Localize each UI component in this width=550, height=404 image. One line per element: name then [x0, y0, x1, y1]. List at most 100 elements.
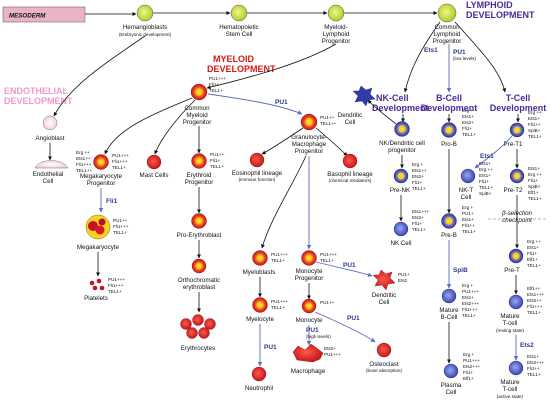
svg-text:Elf1+: Elf1+: [528, 190, 539, 195]
ets1-label-clp: Ets1: [424, 47, 438, 54]
svg-text:NK-T: NK-T: [459, 187, 474, 194]
mature-t-cell-active-node: Mature T-cell (active state): [497, 360, 524, 399]
macrophage-factors: Ets2+ PU1+++: [324, 346, 341, 357]
pu1-high-label: (high levels): [306, 334, 331, 339]
svg-text:Ets1+: Ets1+: [462, 217, 474, 222]
pre-t1-factors: Erg ++ Ets1+ Fli1++ SpiB+ TEL1+: [528, 110, 542, 139]
erythroid-progenitor-node: Erythroid Progenitor: [185, 153, 213, 186]
svg-text:Elf1+: Elf1+: [527, 257, 538, 262]
svg-text:NK/Dendritic cell: NK/Dendritic cell: [379, 140, 425, 147]
myelocyte-node: Myelocyte: [246, 297, 274, 323]
svg-text:(active state): (active state): [497, 394, 524, 399]
svg-text:PU1++: PU1++: [113, 218, 128, 223]
svg-text:Cell: Cell: [446, 389, 457, 396]
svg-text:Platelets: Platelets: [84, 295, 108, 302]
svg-text:Fli1+++: Fli1+++: [112, 159, 128, 164]
svg-text:TEL1+: TEL1+: [271, 305, 285, 310]
svg-text:Erg +: Erg +: [462, 205, 473, 210]
osteoclast-node: Osteoclast (bone absorption): [366, 342, 402, 373]
erythrocytes-node: Erythrocytes: [180, 314, 216, 352]
fli1-label: Fli1: [106, 198, 118, 205]
svg-text:Ets1+: Ets1+: [462, 114, 474, 119]
svg-text:erythroblast: erythroblast: [183, 284, 216, 291]
lymphoid-development-header: LYMPHOID DEVELOPMENT: [466, 0, 535, 20]
megakaryocyte-progenitor-node: Megakaryocyte Progenitor: [80, 154, 123, 187]
svg-text:Development: Development: [421, 103, 478, 113]
pu1-label-cmp-gmp: PU1: [275, 99, 288, 106]
svg-text:MYELOID: MYELOID: [213, 54, 255, 64]
pu1-low-label: (low levels): [453, 56, 476, 61]
svg-text:Progenitor: Progenitor: [295, 275, 324, 282]
svg-text:Ets1+++: Ets1+++: [412, 209, 430, 214]
svg-text:Ets2+++: Ets2+++: [527, 360, 545, 365]
b-cell-development-header: B-Cell Development: [421, 93, 478, 113]
svg-text:Angioblast: Angioblast: [36, 135, 65, 142]
svg-text:TEL1+: TEL1+: [527, 372, 541, 377]
svg-text:Erg ++: Erg ++: [527, 239, 541, 244]
nk-cell-factors: Ets1+++ Ets2+ Fli1+ TEL1+: [412, 209, 430, 232]
svg-text:Progenitor: Progenitor: [433, 38, 462, 45]
svg-text:Progenitor: Progenitor: [183, 119, 212, 126]
platelet-factors: PU1+++ Fli1+++ TEL1+: [108, 277, 125, 294]
svg-text:Erg ++: Erg ++: [528, 110, 542, 115]
svg-text:TEL1+: TEL1+: [412, 227, 426, 232]
svg-text:Erg +: Erg +: [463, 352, 474, 357]
svg-text:Cell: Cell: [461, 194, 472, 201]
svg-text:Erg +: Erg +: [462, 108, 473, 113]
svg-text:Ets2+: Ets2+: [462, 120, 474, 125]
svg-text:Dendritic: Dendritic: [338, 112, 362, 119]
svg-text:Pre-B: Pre-B: [441, 232, 457, 239]
nk-cell-node: NK Cell: [391, 221, 411, 247]
svg-text:Fli1++: Fli1++: [528, 122, 541, 127]
svg-text:Mature: Mature: [439, 307, 459, 314]
svg-text:PU1+: PU1+: [398, 272, 410, 277]
svg-text:B-Cell: B-Cell: [441, 314, 458, 321]
spib-label-b: SpiB: [453, 267, 468, 274]
nk-dendritic-progenitor-node: NK/Dendritic cell progenitor: [379, 121, 425, 154]
macrophage-node: Macrophage: [291, 343, 326, 375]
svg-text:Erg ++: Erg ++: [479, 167, 493, 172]
svg-text:Fli1+: Fli1+: [462, 126, 472, 131]
svg-text:Mature: Mature: [500, 313, 520, 320]
svg-text:Ets2+: Ets2+: [324, 346, 336, 351]
myeloid-lymphoid-progenitor-node: Myeloid- Lymphoid Progenitor: [322, 4, 350, 45]
svg-text:Neutrophil: Neutrophil: [245, 385, 273, 392]
pu1-label-macrophage: PU1: [306, 327, 319, 334]
svg-text:Fli1++: Fli1++: [462, 223, 475, 228]
svg-text:T-cell: T-cell: [503, 386, 518, 393]
eosinophil-node: Eosinophil lineage (immune function): [232, 152, 283, 182]
svg-text:TEL1+: TEL1+: [209, 88, 223, 93]
svg-text:Fli1+: Fli1+: [527, 251, 537, 256]
svg-text:PU1+++: PU1+++: [112, 153, 129, 158]
svg-text:Eosinophil lineage: Eosinophil lineage: [232, 170, 283, 177]
svg-text:Myeloid: Myeloid: [186, 112, 208, 119]
plasma-cell-node: Plasma Cell: [441, 363, 462, 396]
svg-text:Elf1+: Elf1+: [463, 376, 474, 381]
svg-text:PU1+++: PU1+++: [324, 352, 341, 357]
svg-text:TEL1+: TEL1+: [527, 310, 541, 315]
svg-text:Pre-T1: Pre-T1: [504, 141, 523, 148]
pre-t2-node: Pre-T2: [504, 168, 525, 194]
nk-cell-development-header: NK-Cell Development: [372, 93, 429, 113]
cmp-factors: PU1+++ Fli1+ TEL1+: [209, 76, 226, 93]
hematopoietic-stem-cell-node: Hematopoietic Stem Cell: [219, 4, 259, 38]
svg-text:Erythroid: Erythroid: [187, 172, 212, 179]
svg-text:TEL1+: TEL1+: [528, 196, 542, 201]
mkp-factors: PU1+++ Fli1+++ TEL1+: [112, 153, 129, 170]
svg-text:Cell: Cell: [379, 299, 390, 306]
hemangioblast-node: Hemangioblasts (Embryonic development): [119, 4, 172, 37]
svg-text:Orthochromatic: Orthochromatic: [178, 277, 220, 284]
svg-text:ENDOTHELIAL: ENDOTHELIAL: [4, 86, 69, 96]
svg-text:Stem Cell: Stem Cell: [226, 31, 253, 38]
svg-text:Mast Cells: Mast Cells: [140, 172, 169, 179]
mesoderm-node: MESODERM: [2, 6, 86, 23]
beta-selection-checkpoint: β-selection checkpoint: [488, 210, 546, 224]
myeloblast-factors: PU1+++ TEL1+: [271, 252, 288, 263]
svg-text:Myeloblasts: Myeloblasts: [243, 269, 276, 276]
svg-text:Fli1+++: Fli1+++: [527, 304, 543, 309]
svg-text:PU1+++: PU1+++: [108, 277, 125, 282]
svg-text:SpiB+: SpiB+: [528, 184, 541, 189]
svg-text:TEL1+: TEL1+: [108, 289, 122, 294]
nk-t-cell-node: NK-T Cell: [459, 168, 476, 201]
ep-factors: PU1++ Fli1+ TEL1+: [210, 152, 225, 169]
